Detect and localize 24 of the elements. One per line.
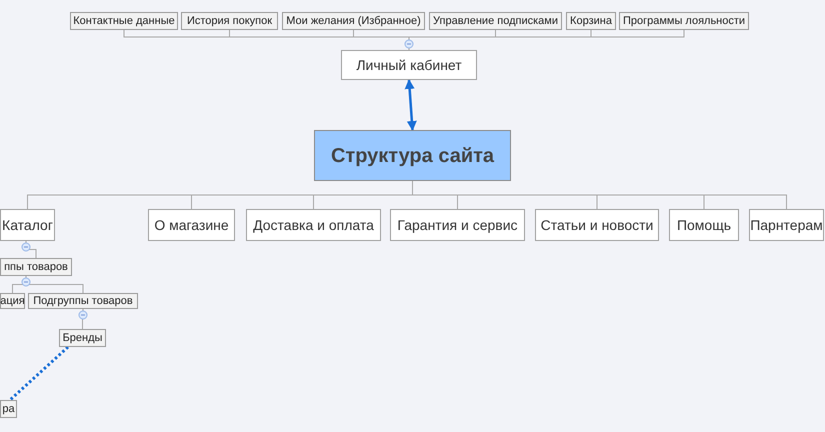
topic-box: Доставка и оплата [246,209,381,241]
topic-box: Гарантия и сервис [390,209,525,241]
subtopic-box: Подгруппы товаров [28,293,138,309]
topic-box: Помощь [669,209,739,241]
subtopic-box: История покупок [181,12,278,30]
subtopic-box: ппы товаров [0,258,72,276]
root-topic-box: Структура сайта [314,130,511,181]
subtopic-box: ация [0,293,25,309]
topic-box: Парнтерам [749,209,824,241]
dotted-connector [8,346,70,402]
subtopic-box: Контактные данные [70,12,178,30]
double-arrow [404,79,417,131]
subtopic-box: ра [0,400,17,418]
topic-box: Статьи и новости [535,209,659,241]
subtopic-box: Мои желания (Избранное) [282,12,425,30]
tree-connector [82,308,84,330]
subtopic-box: Бренды [59,329,106,347]
topic-box: О магазине [148,209,235,241]
topic-box: Каталог [0,209,55,241]
subtopic-box: Управление подписками [429,12,562,30]
subtopic-box: Программы лояльности [619,12,749,30]
topic-box: Личный кабинет [341,50,477,80]
subtopic-box: Корзина [566,12,616,30]
tree-connector [26,240,36,258]
